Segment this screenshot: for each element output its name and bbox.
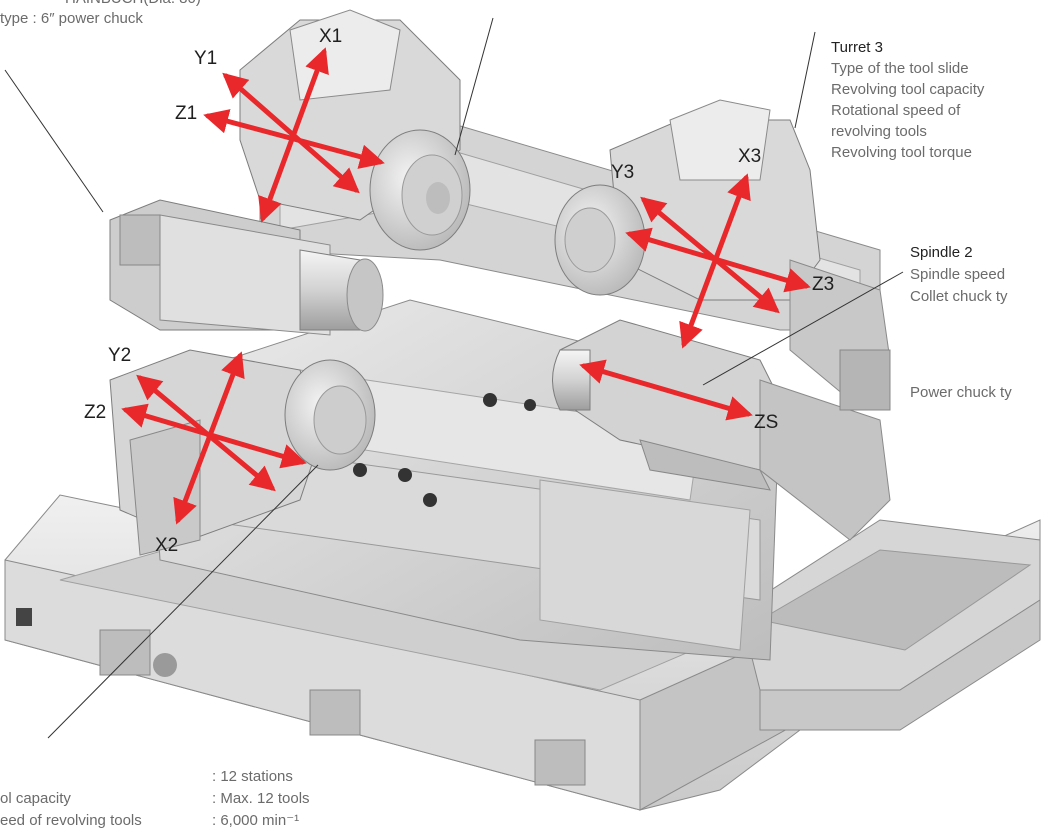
axis-z3-arrow bbox=[625, 227, 811, 293]
axis-label-y3: Y3 bbox=[611, 162, 634, 183]
turret-3-line-4: revolving tools bbox=[831, 123, 927, 140]
axis-label-zs: ZS bbox=[754, 412, 778, 433]
axis-zs-arrow bbox=[579, 359, 753, 421]
axis-label-z3: Z3 bbox=[812, 274, 834, 295]
axis-label-x3: X3 bbox=[738, 146, 761, 167]
turret-3-line-5: Revolving tool torque bbox=[831, 144, 972, 161]
turret-3-line-3: Rotational speed of bbox=[831, 102, 961, 119]
turret-2-spec-value-2: : Max. 12 tools bbox=[212, 790, 310, 807]
axis-z1-arrow bbox=[203, 109, 385, 169]
leader-turret-1 bbox=[454, 17, 494, 156]
leader-spindle-1 bbox=[4, 69, 104, 213]
turret-3-heading: Turret 3 bbox=[831, 39, 883, 56]
spindle-2-line-2: Collet chuck ty bbox=[910, 288, 1008, 305]
spindle-2-line-1: Spindle speed bbox=[910, 266, 1006, 283]
axis-label-z2: Z2 bbox=[84, 402, 106, 423]
axis-label-y2: Y2 bbox=[108, 345, 131, 366]
axis-z2-arrow bbox=[121, 403, 307, 469]
leader-turret-2 bbox=[47, 464, 319, 739]
spindle-1-chuck-line: HAINBUCH(Dia. 80) bbox=[65, 0, 201, 9]
turret-2-spec-label-3: eed of revolving tools bbox=[0, 812, 142, 829]
turret-3-line-2: Revolving tool capacity bbox=[831, 81, 985, 98]
turret-2-spec-label-2: ol capacity bbox=[0, 790, 71, 807]
turret-3-line-1: Type of the tool slide bbox=[831, 60, 969, 77]
turret-2-spec-value-1: : 12 stations bbox=[212, 768, 293, 785]
spindle-2-heading: Spindle 2 bbox=[910, 244, 973, 261]
axis-label-x2: X2 bbox=[155, 535, 178, 556]
leader-turret-3 bbox=[794, 31, 816, 129]
spindle-1-power-chuck: type : 6″ power chuck bbox=[0, 10, 143, 27]
axis-arrows bbox=[121, 47, 811, 525]
axis-label-x1: X1 bbox=[319, 26, 342, 47]
turret-2-spec-value-3: : 6,000 min⁻¹ bbox=[212, 812, 300, 829]
axis-label-z1: Z1 bbox=[175, 103, 197, 124]
axis-label-y1: Y1 bbox=[194, 48, 217, 69]
spindle-1 bbox=[109, 199, 384, 336]
axis-labels: X1 Y1 Z1 Y3 X3 Z3 ZS Y2 Z2 X2 bbox=[84, 26, 834, 556]
spindle-2-line-3: Power chuck ty bbox=[910, 384, 1012, 401]
